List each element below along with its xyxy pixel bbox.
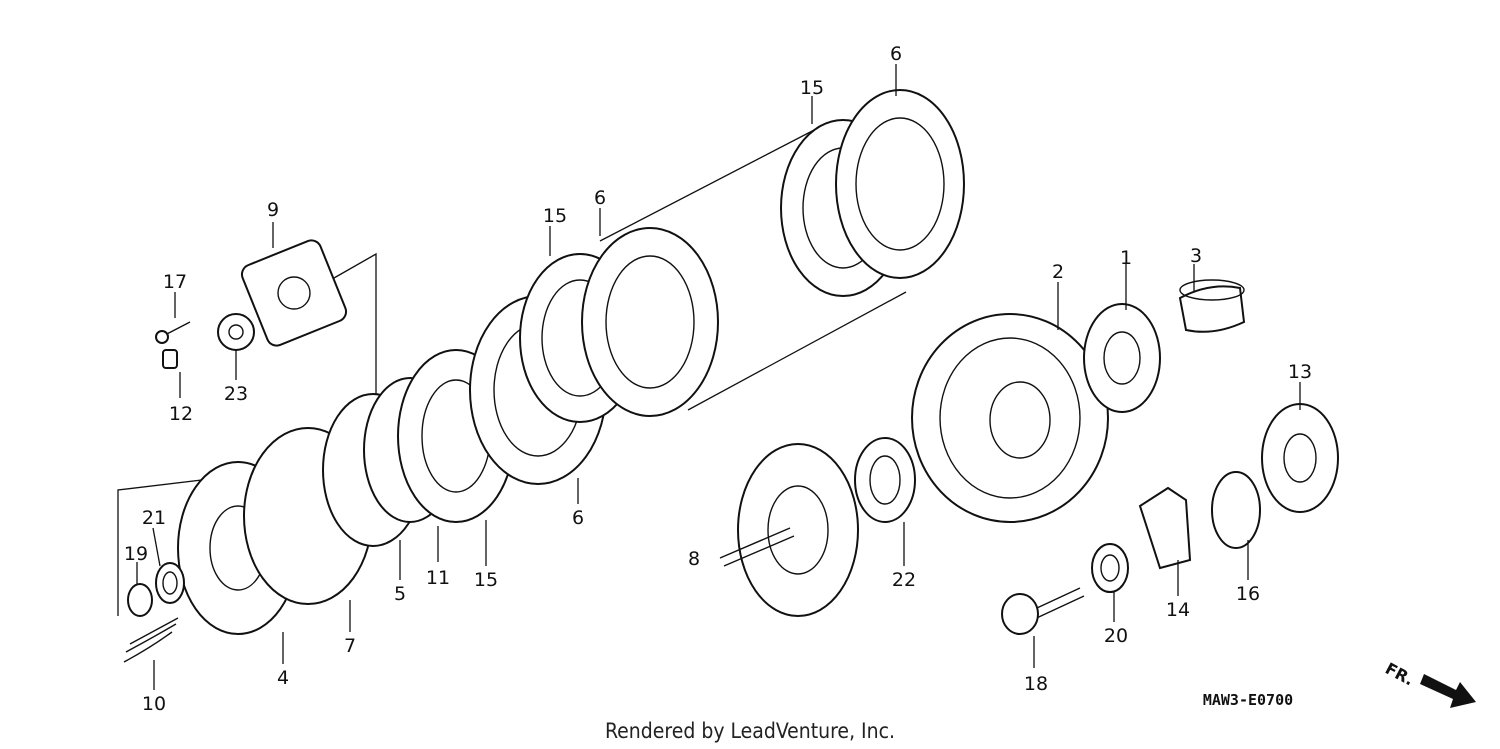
gear-13: [1261, 403, 1339, 513]
collar-3: [1178, 285, 1246, 333]
clutch-outer-2: [911, 313, 1109, 523]
part-label: 19: [124, 543, 148, 565]
part-label: 21: [142, 507, 166, 529]
bolt-17: [155, 330, 169, 344]
gear-1: [1083, 303, 1161, 413]
part-label: 23: [224, 383, 248, 405]
right-hardware: [719, 279, 1339, 635]
part-label: 13: [1288, 361, 1312, 383]
part-label: 20: [1104, 625, 1128, 647]
clutch-disc-stack-middle: [519, 227, 719, 423]
washer-22: [854, 437, 916, 523]
part-label: 1: [1120, 247, 1132, 269]
part-label: 6: [594, 187, 606, 209]
part-label: 18: [1024, 673, 1048, 695]
part-label: 3: [1190, 245, 1202, 267]
part-label: 11: [426, 567, 450, 589]
bearing-23: [217, 313, 255, 351]
washer-21: [155, 562, 185, 604]
figure-code: MAW3-E0700: [1203, 691, 1293, 709]
part-label: 7: [344, 635, 356, 657]
part-label: 6: [890, 43, 902, 65]
lifter-plate-9: [240, 239, 348, 347]
lock-washer-14: [1138, 486, 1192, 570]
front-direction-indicator: FR.: [1382, 659, 1476, 708]
part-label: 15: [474, 569, 498, 591]
spring-10: [123, 617, 179, 663]
nut-19: [127, 583, 153, 617]
part-label: 5: [394, 583, 406, 605]
bolt-18: [1001, 593, 1039, 635]
collar-12: [162, 349, 178, 369]
leader-lines: [136, 64, 1301, 690]
part-label: 15: [800, 77, 824, 99]
part-label: 17: [163, 271, 187, 293]
part-label: 16: [1236, 583, 1260, 605]
friction-disc-6-upper: [835, 89, 965, 279]
part-label: 6: [572, 507, 584, 529]
part-label: 14: [1166, 599, 1190, 621]
front-arrow-icon: [1420, 674, 1476, 708]
part-label: 2: [1052, 261, 1064, 283]
clutch-disc-stack-upper: [780, 89, 965, 297]
part-label: 4: [277, 667, 289, 689]
part-label: 8: [688, 548, 700, 570]
credit-text: Rendered by LeadVenture, Inc.: [605, 719, 895, 743]
part-label: 10: [142, 693, 166, 715]
friction-disc-6-middle: [581, 227, 719, 417]
washer-16: [1211, 471, 1261, 549]
front-label: FR.: [1382, 659, 1417, 690]
washer-20: [1091, 543, 1129, 593]
part-label: 22: [892, 569, 916, 591]
part-labels: 1 2 3 4 5 6 6 6 7 8 9 10 11 12 13 14 15 …: [124, 43, 1312, 715]
part-label: 12: [169, 403, 193, 425]
part-label: 9: [267, 199, 279, 221]
part-label: 15: [543, 205, 567, 227]
clutch-center-8: [737, 443, 859, 617]
